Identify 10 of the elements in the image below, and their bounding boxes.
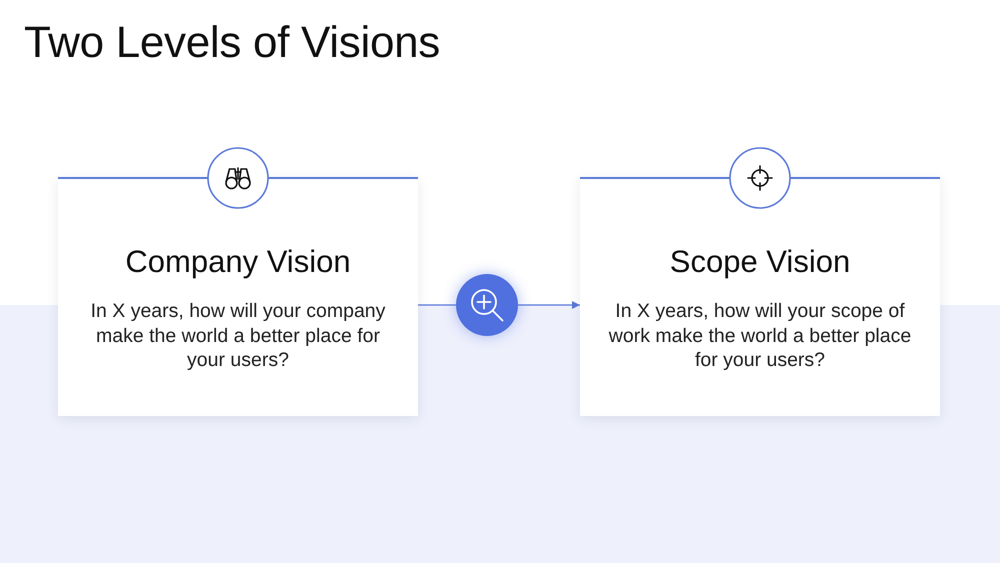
connector-line: [418, 304, 456, 306]
vision-card: [58, 146, 418, 416]
arrow: [518, 301, 580, 309]
card-heading: Scope Vision: [668, 244, 852, 280]
card-body-text: In X years, how will your company make the world a better place for your users?: [90, 299, 386, 372]
process-circle: [456, 274, 518, 336]
slide-title: Two Levels of Visions: [24, 17, 440, 69]
card-body-text: In X years, how will your scope of work make the world a better place for your users?: [608, 299, 912, 372]
card-heading: Company Vision: [124, 244, 352, 280]
vision-card: [580, 146, 940, 416]
